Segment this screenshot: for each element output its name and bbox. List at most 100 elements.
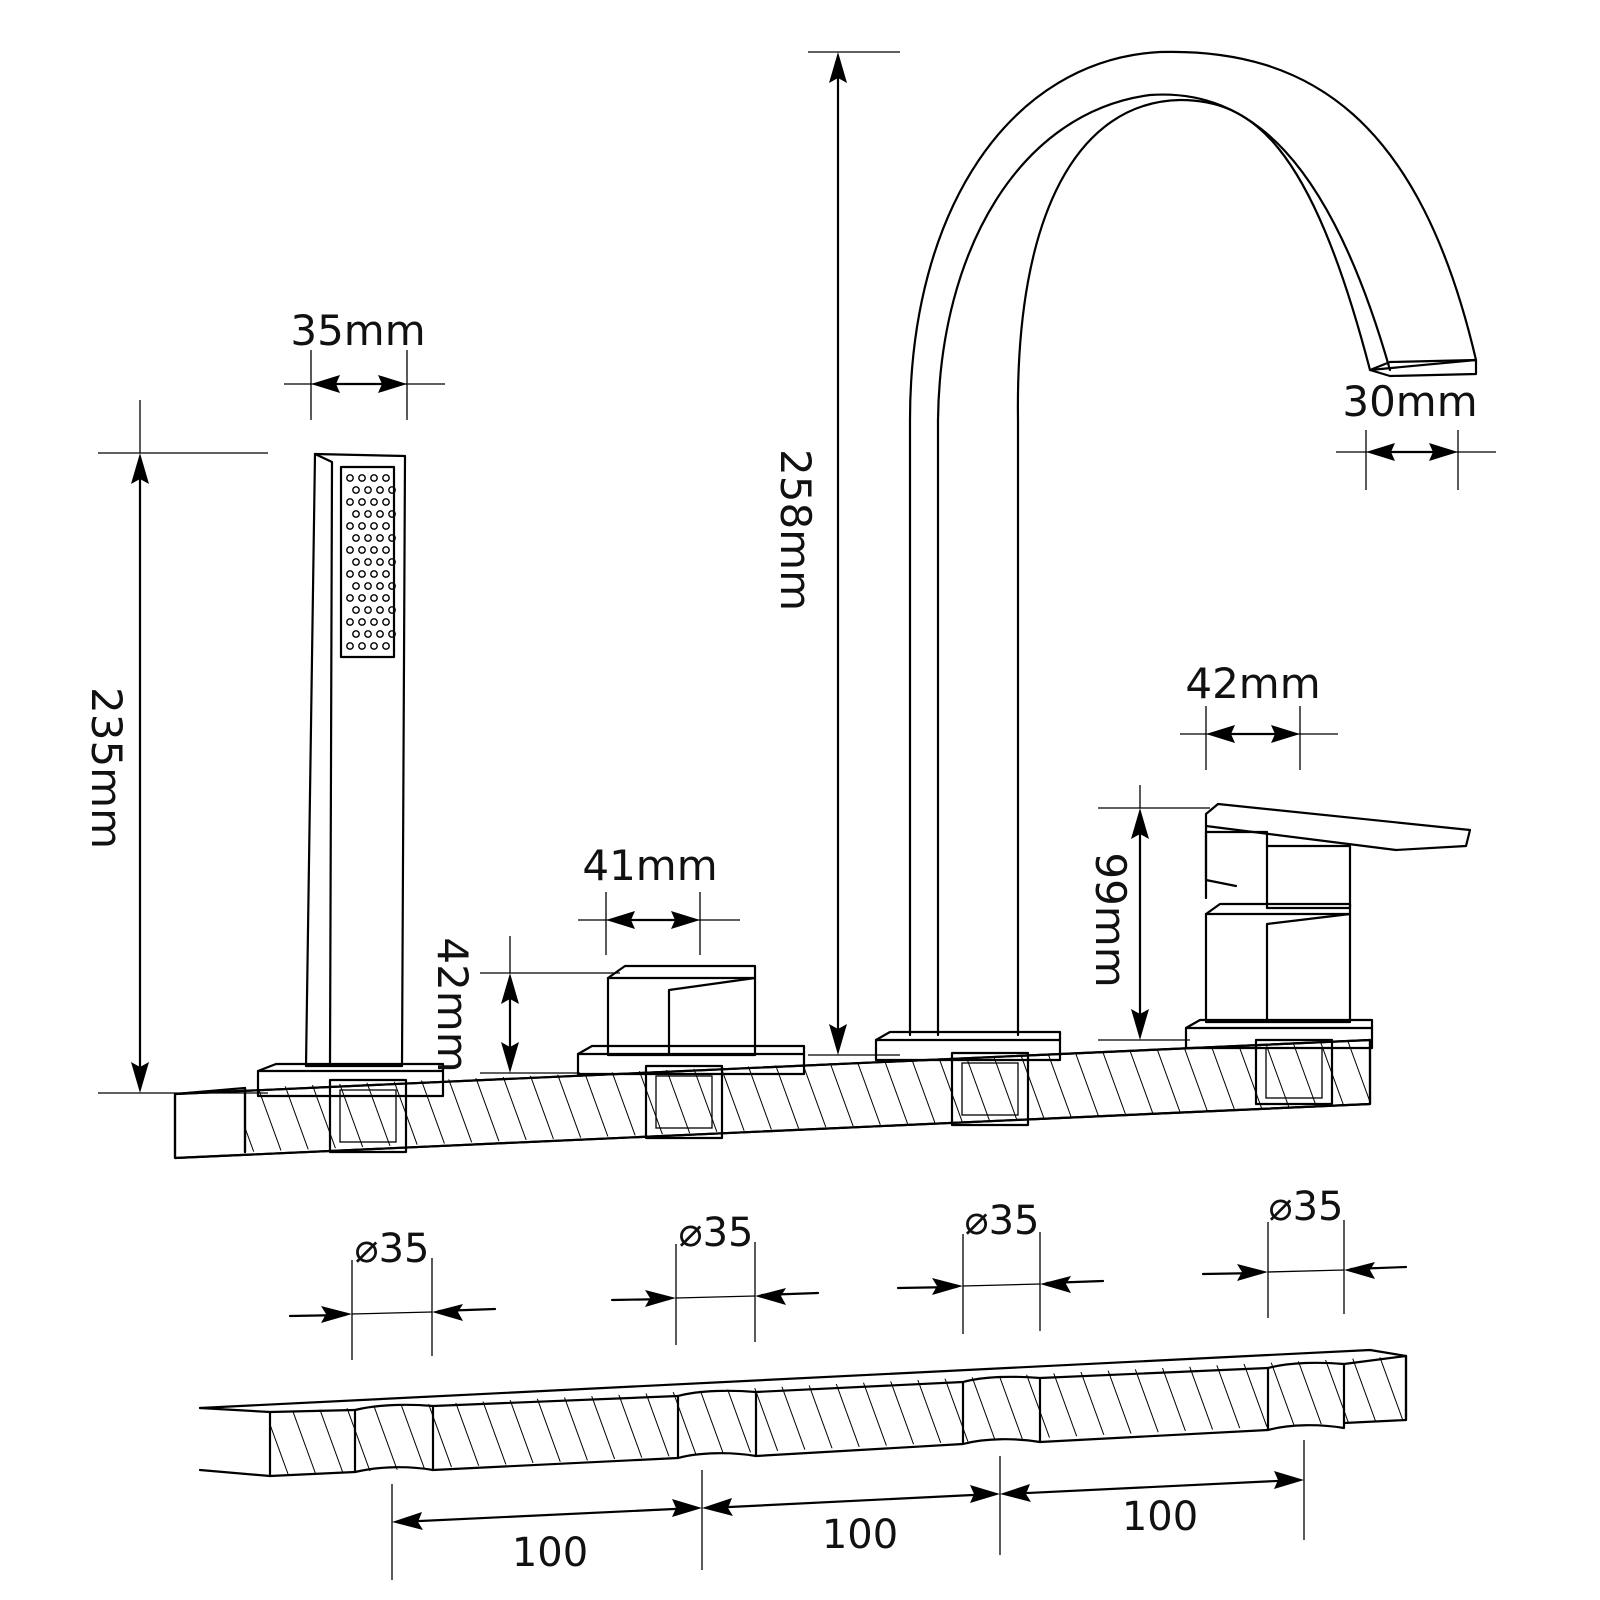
- hole-spacing-label: 100: [512, 1530, 588, 1576]
- nozzle-dot: [382, 546, 390, 554]
- nozzle-dot: [370, 498, 378, 506]
- nozzle-dot: [382, 618, 390, 626]
- hole-grate-1: [328, 1078, 408, 1154]
- nozzle-dot: [382, 498, 390, 506]
- spout-outlet-width-label: 30mm: [1342, 377, 1477, 426]
- nozzle-dot: [376, 510, 384, 518]
- nozzle-dot: [346, 522, 354, 530]
- nozzle-dot: [376, 630, 384, 638]
- hole-spacing-label: 100: [1122, 1494, 1198, 1540]
- hole-spacing-3: 100: [1000, 1440, 1305, 1540]
- nozzle-dot: [364, 558, 372, 566]
- nozzle-dot: [352, 510, 360, 518]
- nozzle-dot: [388, 486, 396, 494]
- nozzle-dot: [346, 546, 354, 554]
- dimension-handshower-width: 35mm: [284, 306, 445, 420]
- hole-diameter-1: ⌀35: [288, 1226, 497, 1360]
- nozzle-dot: [346, 618, 354, 626]
- nozzle-dot: [346, 570, 354, 578]
- nozzle-dot: [388, 558, 396, 566]
- nozzle-dot: [376, 606, 384, 614]
- handshower-width-label: 35mm: [290, 306, 425, 355]
- dimension-diverter-width: 41mm: [578, 841, 740, 955]
- spray-face: [339, 465, 396, 659]
- hole-diameter-label: ⌀35: [1269, 1184, 1344, 1230]
- nozzle-dot: [376, 486, 384, 494]
- hole-diameter-3: ⌀35: [896, 1198, 1105, 1334]
- dimension-diverter-height: 42mm: [428, 936, 620, 1074]
- nozzle-dot: [382, 474, 390, 482]
- nozzle-dot: [388, 534, 396, 542]
- diverter-width-label: 41mm: [582, 841, 717, 890]
- nozzle-dot: [358, 474, 366, 482]
- nozzle-dot: [364, 582, 372, 590]
- nozzle-dot: [352, 558, 360, 566]
- diverter-height-label: 42mm: [428, 937, 477, 1072]
- hole-diameter-label: ⌀35: [965, 1198, 1040, 1244]
- nozzle-dot: [388, 510, 396, 518]
- nozzle-dot: [346, 474, 354, 482]
- nozzle-dot: [370, 570, 378, 578]
- hole-spacing-1: 100: [391, 1470, 703, 1580]
- nozzle-dot: [364, 534, 372, 542]
- hand-shower: [256, 452, 445, 1098]
- nozzle-dot: [382, 594, 390, 602]
- nozzle-dot: [370, 642, 378, 650]
- nozzle-dot: [358, 594, 366, 602]
- hole-diameter-label: ⌀35: [679, 1210, 754, 1256]
- hole-diameter-label: ⌀35: [355, 1226, 430, 1272]
- nozzle-dot: [382, 570, 390, 578]
- nozzle-dot: [364, 606, 372, 614]
- hole-diameter-4: ⌀35: [1201, 1184, 1408, 1318]
- nozzle-dot: [370, 594, 378, 602]
- nozzle-dot: [370, 546, 378, 554]
- nozzle-dot: [376, 558, 384, 566]
- nozzle-dot: [346, 594, 354, 602]
- nozzle-dot: [364, 486, 372, 494]
- lever-height-label: 99mm: [1086, 852, 1135, 987]
- nozzle-dot: [370, 522, 378, 530]
- nozzle-dot: [352, 486, 360, 494]
- nozzle-dot: [376, 534, 384, 542]
- nozzle-dot: [352, 582, 360, 590]
- spout: [874, 50, 1478, 1062]
- nozzle-dot: [388, 606, 396, 614]
- nozzle-dot: [358, 546, 366, 554]
- nozzle-dot: [364, 630, 372, 638]
- nozzle-dot: [352, 630, 360, 638]
- dimension-spout-height: 258mm: [771, 51, 900, 1056]
- nozzle-dot: [358, 498, 366, 506]
- dimension-lever-width: 42mm: [1180, 659, 1338, 770]
- nozzle-dot: [382, 522, 390, 530]
- nozzle-dot: [358, 570, 366, 578]
- nozzle-dot: [358, 642, 366, 650]
- nozzle-dot: [364, 510, 372, 518]
- nozzle-dot: [358, 522, 366, 530]
- hole-spacing-2: 100: [702, 1456, 1001, 1558]
- nozzle-dot: [382, 642, 390, 650]
- hole-spacing-label: 100: [822, 1512, 898, 1558]
- nozzle-dot: [376, 582, 384, 590]
- spout-height-label: 258mm: [771, 449, 820, 611]
- nozzle-dot: [388, 582, 396, 590]
- nozzle-dot: [346, 642, 354, 650]
- nozzle-dot: [346, 498, 354, 506]
- nozzle-dot: [352, 606, 360, 614]
- dimension-handshower-height: 235mm: [82, 400, 268, 1094]
- hole-grate-2: [644, 1064, 724, 1140]
- nozzle-dot: [388, 630, 396, 638]
- dimension-lever-height: 99mm: [1086, 785, 1210, 1041]
- nozzle-dot: [370, 474, 378, 482]
- lever-mixer: [1184, 802, 1472, 1050]
- lever-width-label: 42mm: [1185, 659, 1320, 708]
- hole-grate-3: [950, 1051, 1030, 1127]
- deck-cross-section: [198, 1348, 1408, 1478]
- dimension-spout-outlet-width: 30mm: [1336, 377, 1496, 490]
- diverter-knob: [576, 964, 806, 1076]
- handshower-height-label: 235mm: [82, 687, 131, 849]
- spray-nozzles: [346, 474, 396, 650]
- nozzle-dot: [352, 534, 360, 542]
- nozzle-dot: [370, 618, 378, 626]
- deck-slab: [173, 1038, 1372, 1160]
